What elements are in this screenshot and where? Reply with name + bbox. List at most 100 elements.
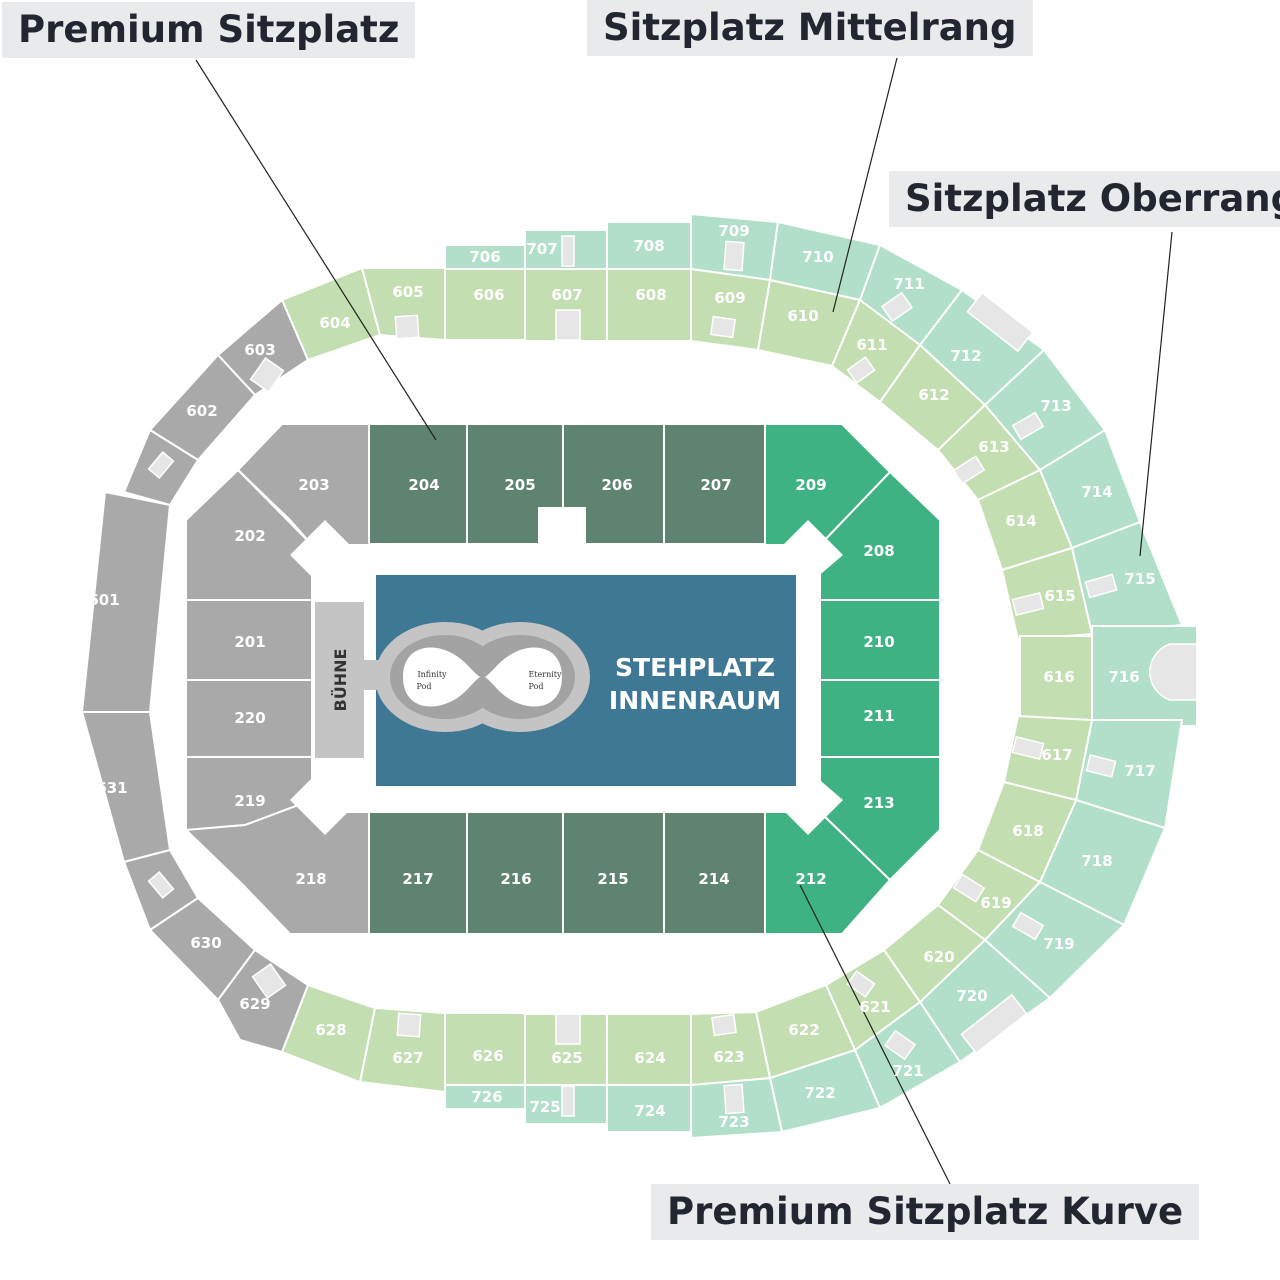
label-616: 616 (1043, 668, 1074, 686)
label-628: 628 (315, 1021, 346, 1039)
label-606: 606 (473, 286, 504, 304)
label-709: 709 (718, 222, 749, 240)
label-627: 627 (392, 1049, 423, 1067)
section-216[interactable] (466, 811, 564, 935)
eternity-pod-label-2: Pod (529, 682, 544, 691)
label-608: 608 (635, 286, 666, 304)
callout-sitzplatz-mittelrang: Sitzplatz Mittelrang (587, 0, 1033, 56)
premium-bottom (368, 811, 766, 935)
section-624[interactable] (606, 1013, 692, 1086)
label-214: 214 (698, 870, 729, 888)
label-205: 205 (504, 476, 535, 494)
label-207: 207 (700, 476, 731, 494)
label-605: 605 (392, 283, 423, 301)
gray-ring (80, 298, 310, 1054)
label-620: 620 (923, 948, 954, 966)
label-209: 209 (795, 476, 826, 494)
stage-label: BÜHNE (331, 649, 350, 712)
label-219: 219 (234, 792, 265, 810)
label-610: 610 (787, 307, 818, 325)
label-213: 213 (863, 794, 894, 812)
label-215: 215 (597, 870, 628, 888)
label-212: 212 (795, 870, 826, 888)
section-726[interactable] (444, 1084, 526, 1110)
floor-label-line1: STEHPLATZ (615, 653, 775, 682)
label-218: 218 (295, 870, 326, 888)
section-615[interactable] (1000, 546, 1094, 642)
eternity-pod-label-1: Eternity (528, 670, 562, 679)
label-607: 607 (551, 286, 582, 304)
label-712: 712 (950, 347, 981, 365)
label-708: 708 (633, 237, 664, 255)
label-206: 206 (601, 476, 632, 494)
label-717: 717 (1124, 762, 1155, 780)
infinity-pod-label-1: Infinity (417, 670, 447, 679)
section-629[interactable] (216, 948, 310, 1054)
label-710: 710 (802, 248, 833, 266)
label-623: 623 (713, 1048, 744, 1066)
label-611: 611 (856, 336, 887, 354)
section-724[interactable] (606, 1084, 692, 1133)
section-608[interactable] (606, 268, 692, 342)
section-626[interactable] (444, 1012, 526, 1086)
label-630: 630 (190, 934, 221, 952)
label-713: 713 (1040, 397, 1071, 415)
label-601: 601 (88, 591, 119, 609)
section-217[interactable] (368, 811, 468, 935)
label-706: 706 (469, 248, 500, 266)
label-725: 725 (529, 1098, 560, 1116)
label-715: 715 (1124, 570, 1155, 588)
callout-sitzplatz-oberrang: Sitzplatz Oberrang (889, 171, 1280, 227)
label-204: 204 (408, 476, 439, 494)
callout-premium-sitzplatz-kurve: Premium Sitzplatz Kurve (651, 1184, 1200, 1240)
label-718: 718 (1081, 852, 1112, 870)
label-714: 714 (1081, 483, 1112, 501)
label-716: 716 (1108, 668, 1139, 686)
label-216: 216 (500, 870, 531, 888)
infinity-catwalk (362, 622, 590, 732)
label-210: 210 (863, 633, 894, 651)
label-602: 602 (186, 402, 217, 420)
label-201: 201 (234, 633, 265, 651)
label-617: 617 (1041, 746, 1072, 764)
label-724: 724 (634, 1102, 665, 1120)
label-624: 624 (634, 1049, 665, 1067)
label-615: 615 (1044, 587, 1075, 605)
section-214[interactable] (663, 811, 766, 935)
label-626: 626 (472, 1047, 503, 1065)
premium-top (368, 423, 766, 545)
callout-leader-lines (195, 57, 1173, 1185)
label-618: 618 (1012, 822, 1043, 840)
floor-label-line2: INNENRAUM (609, 686, 781, 715)
label-621: 621 (859, 998, 890, 1016)
label-631: 631 (96, 779, 127, 797)
label-613: 613 (978, 438, 1009, 456)
callout-premium-sitzplatz: Premium Sitzplatz (2, 2, 416, 58)
section-labels: 201 202 203 204 205 206 207 208 209 210 … (88, 222, 1155, 1131)
label-726: 726 (471, 1088, 502, 1106)
oberrang-ring (444, 212, 1198, 1140)
access-blocks (147, 235, 1198, 1117)
infinity-pod-label-2: Pod (417, 682, 432, 691)
label-722: 722 (804, 1084, 835, 1102)
section-215[interactable] (562, 811, 665, 935)
label-220: 220 (234, 709, 265, 727)
label-211: 211 (863, 707, 894, 725)
stage (315, 602, 364, 758)
label-721: 721 (892, 1062, 923, 1080)
label-625: 625 (551, 1049, 582, 1067)
label-619: 619 (980, 894, 1011, 912)
label-711: 711 (893, 275, 924, 293)
label-629: 629 (239, 995, 270, 1013)
label-622: 622 (788, 1021, 819, 1039)
premium-kurve (764, 423, 941, 935)
label-609: 609 (714, 289, 745, 307)
section-616[interactable] (1019, 635, 1093, 721)
label-719: 719 (1043, 935, 1074, 953)
label-208: 208 (863, 542, 894, 560)
section-204[interactable] (368, 423, 468, 545)
section-606[interactable] (444, 268, 526, 341)
label-202: 202 (234, 527, 265, 545)
label-603: 603 (244, 341, 275, 359)
